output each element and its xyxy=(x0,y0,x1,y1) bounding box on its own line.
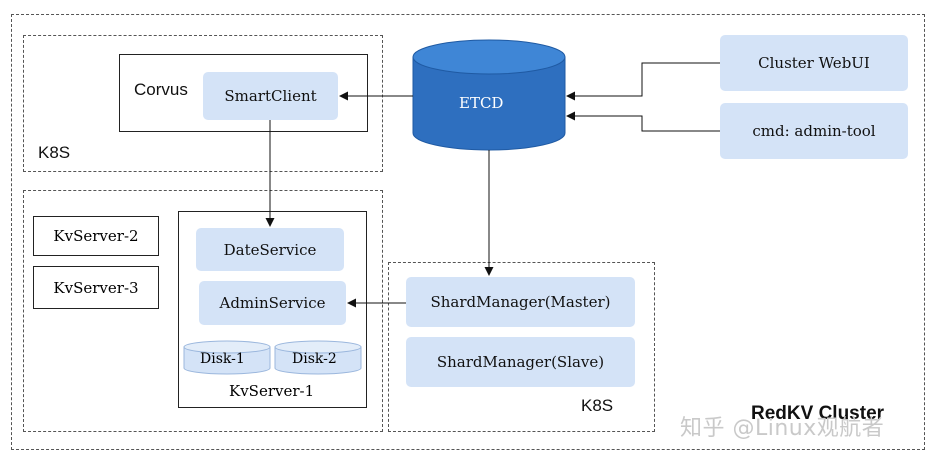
arrow-webui-to-etcd xyxy=(566,62,720,101)
corvus-label: Corvus xyxy=(134,80,188,99)
etcd-database-icon xyxy=(412,39,566,151)
k8s-bottom-label: K8S xyxy=(581,396,614,415)
k8s-region-bottom-right xyxy=(388,262,655,432)
disk-1-label: Disk-1 xyxy=(200,351,245,367)
admin-service-box: AdminService xyxy=(199,281,346,325)
date-service-box: DateService xyxy=(196,228,344,271)
disk-1-icon xyxy=(183,340,271,375)
k8s-top-label: K8S xyxy=(38,143,71,162)
watermark-text: 知乎 @Linux观航者 xyxy=(680,416,885,441)
shardmanager-master-box: ShardManager(Master) xyxy=(406,277,635,327)
kvserver-3-box: KvServer-3 xyxy=(33,266,159,309)
disk-2-icon xyxy=(274,340,362,375)
kvserver-2-box: KvServer-2 xyxy=(33,216,159,256)
smartclient-box: SmartClient xyxy=(203,72,338,120)
cluster-webui-box: Cluster WebUI xyxy=(720,35,908,91)
cluster-title: RedKV Cluster xyxy=(751,403,885,424)
etcd-label: ETCD xyxy=(459,94,504,112)
cluster-frame xyxy=(11,14,925,450)
k8s-region-bottom-left xyxy=(23,190,383,432)
kvserver-1-label: KvServer-1 xyxy=(229,382,315,400)
k8s-region-top xyxy=(23,35,383,172)
shardmanager-slave-box: ShardManager(Slave) xyxy=(406,337,635,387)
admin-tool-box: cmd: admin-tool xyxy=(720,103,908,159)
disk-2-label: Disk-2 xyxy=(292,351,337,367)
arrow-admintool-to-etcd xyxy=(566,111,720,132)
